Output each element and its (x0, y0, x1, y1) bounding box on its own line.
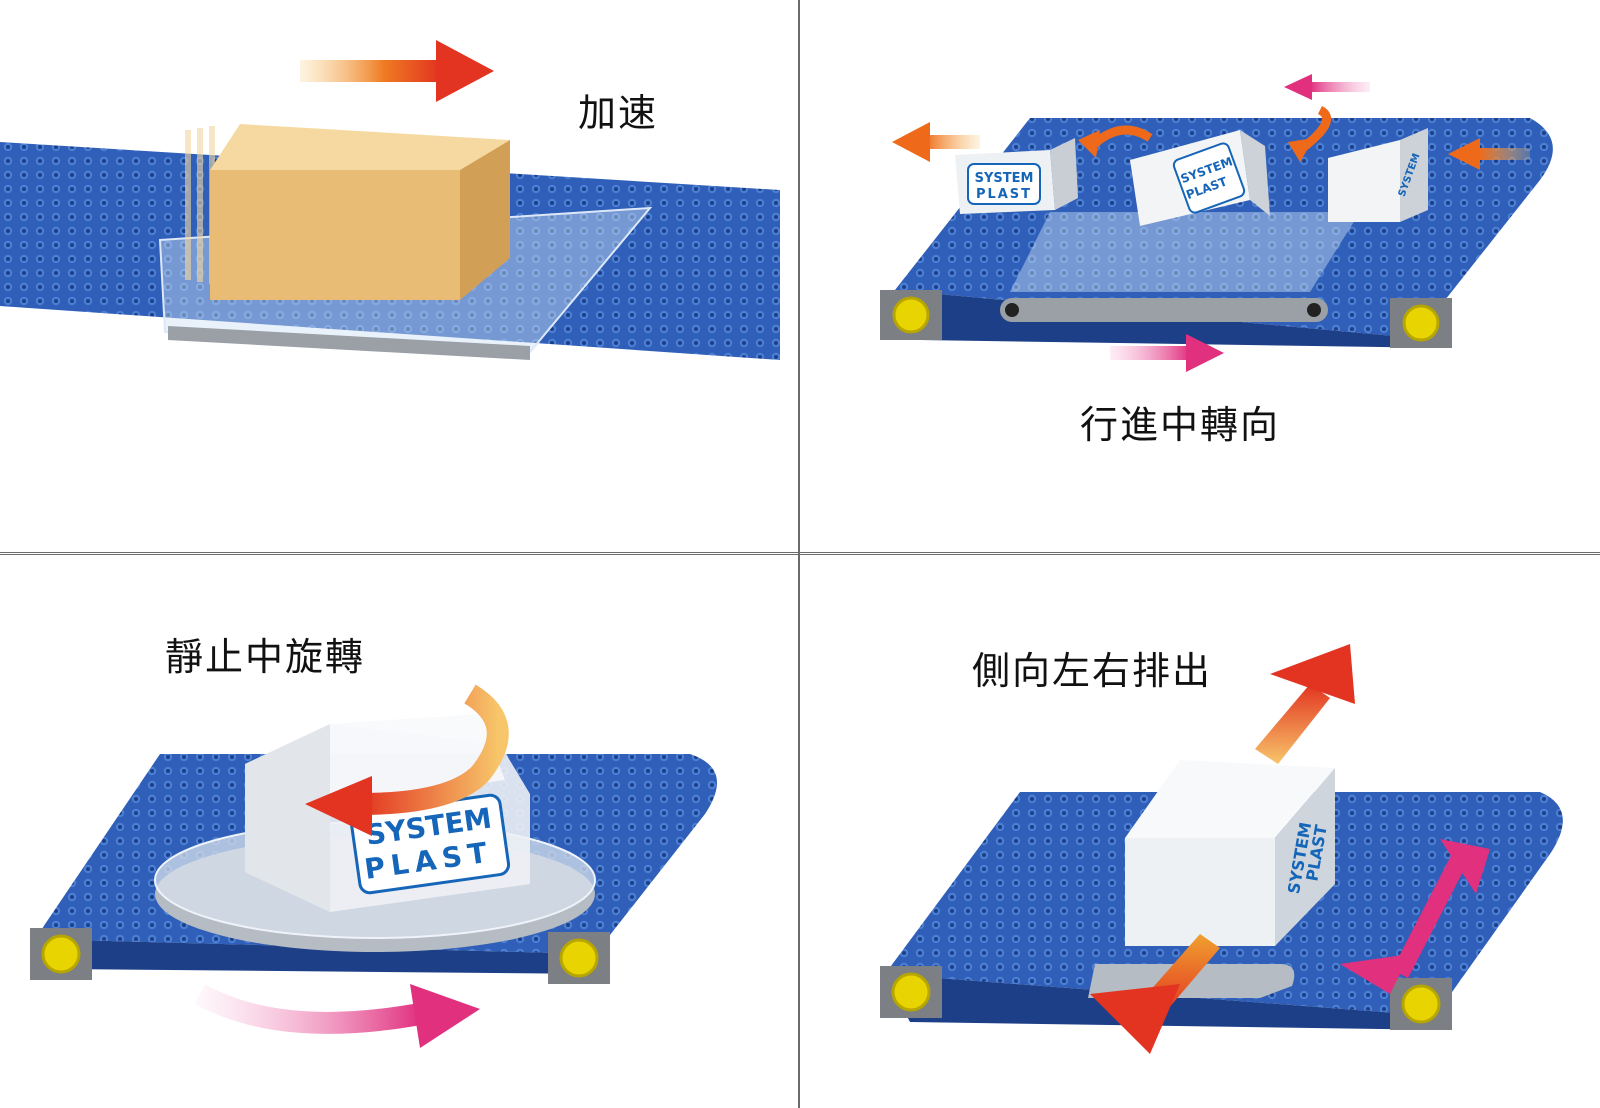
logo-line-2: PLAST (976, 187, 1032, 202)
discharge-box: SYSTEM PLAST (1125, 760, 1335, 946)
roller-plate (1010, 212, 1360, 292)
arrow-exit-left (892, 122, 980, 162)
divider-horizontal (0, 552, 1600, 555)
turn-in-motion-caption: 行進中轉向 (1080, 403, 1281, 447)
arrow-discharge-down (1090, 934, 1220, 1054)
accelerate-caption: 加速 (578, 91, 659, 135)
roller-left (880, 290, 942, 340)
logo-line-1: SYSTEM (975, 171, 1034, 186)
rotating-box: SYSTEM PLAST (245, 714, 530, 912)
arrow-bidirectional (1340, 839, 1490, 994)
panel-side-discharge: SYSTEM PLAST 側向左右排出 (800, 554, 1600, 1108)
arrow-bottom-pink (1110, 334, 1224, 372)
box-left: SYSTEM PLAST (955, 138, 1078, 214)
roller-right (1390, 298, 1452, 348)
turn-in-motion-illustration: SYSTEM PLAST SYSTEM PLAST SYSTEM (880, 74, 1553, 372)
panel-accelerate: 加速 (0, 0, 800, 554)
roller-right (548, 932, 610, 984)
panel-rotate-stationary: SYSTEM PLAST 靜止中旋轉 (0, 554, 800, 1108)
arrow-rotate-bottom (194, 984, 480, 1048)
plate-base (168, 326, 530, 360)
panel-turn-in-motion: SYSTEM PLAST SYSTEM PLAST SYSTEM (800, 0, 1600, 554)
accelerate-illustration (0, 40, 780, 360)
arrow-turn-curve (1078, 105, 1332, 162)
roller-left (30, 928, 92, 980)
belt-underside (35, 939, 600, 974)
cargo-box (210, 124, 510, 300)
side-discharge-illustration: SYSTEM PLAST (880, 644, 1563, 1054)
box-center: SYSTEM PLAST (1130, 130, 1270, 226)
arrow-discharge-up (1255, 644, 1355, 764)
arrow-top-pink (1284, 74, 1370, 100)
box-right: SYSTEM (1328, 128, 1428, 222)
roller-right (1390, 978, 1452, 1030)
accelerate-arrow (300, 40, 494, 102)
rotate-stationary-illustration: SYSTEM PLAST (30, 684, 717, 1048)
rotate-stationary-caption: 靜止中旋轉 (165, 635, 366, 679)
arrow-rotate-top (305, 684, 509, 836)
side-discharge-caption: 側向左右排出 (972, 649, 1213, 693)
plate-rail (1000, 298, 1328, 322)
roller-left (880, 966, 942, 1018)
arrow-incoming-right (1448, 138, 1530, 170)
